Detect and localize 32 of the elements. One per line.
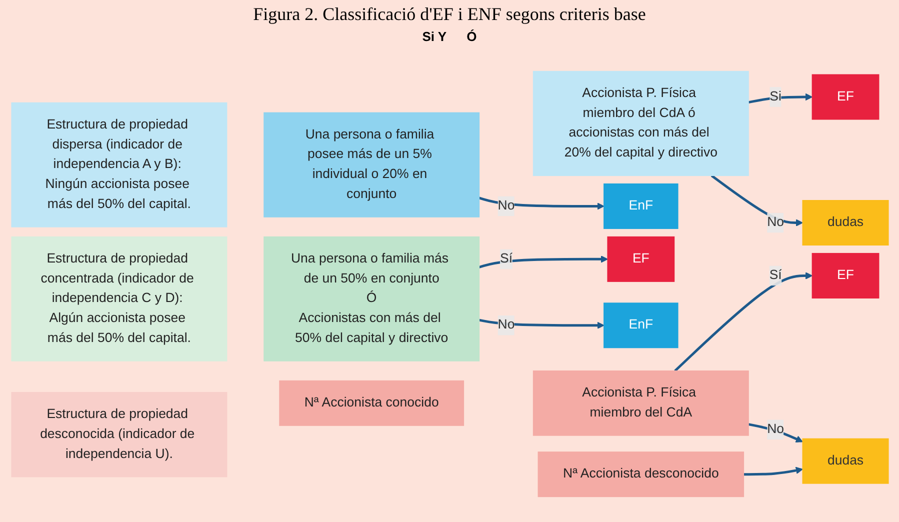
- arrow: [710, 174, 802, 226]
- node-box: Una persona o familia posee más de un 5% individual o 20% en conjunto: [263, 112, 480, 218]
- node-box: EF: [606, 236, 674, 282]
- arrow: [478, 318, 604, 330]
- diagram-title: Figura 2. Classificació d'EF i ENF segons criteris base: [253, 4, 646, 25]
- node-box: Una persona o familia más de un 50% en conjunto Ó Accionistas con más del 50% del capital y directivo: [263, 236, 480, 362]
- node-box: EF: [811, 74, 879, 120]
- node-box: Estructura de propiedad concentrada (indicador de independencia C y D): Algún accionista posee más del 50% del capital.: [10, 236, 227, 362]
- edge-label: Sí: [499, 252, 512, 266]
- note-label: Si Y: [422, 29, 447, 44]
- arrow: [748, 93, 812, 104]
- edge-label: No: [497, 198, 514, 213]
- note-label: Ó: [466, 29, 477, 44]
- arrow: [478, 256, 608, 268]
- node-box: Estructura de propiedad dispersa (indicador de independencia A y B): Ningún accionista posee más del 50% del capital.: [10, 102, 227, 228]
- arrow: [743, 466, 802, 476]
- edge-label: No: [766, 422, 784, 436]
- edge-label: Sí: [768, 268, 782, 282]
- node-box: Nª Accionista desconocido: [537, 452, 744, 498]
- edge-label: No: [766, 215, 784, 230]
- node-box: Accionista P. Física miembro del CdA: [532, 370, 748, 436]
- node-box: EnF: [603, 302, 678, 348]
- edge-label: Si: [769, 90, 781, 104]
- arrow: [674, 272, 812, 372]
- node-box: dudas: [802, 438, 888, 484]
- node-box: EnF: [603, 183, 678, 229]
- node-box: EF: [811, 252, 879, 298]
- node-box: dudas: [802, 200, 888, 246]
- node-box: Nª Accionista conocido: [278, 380, 464, 426]
- node-box: Accionista P. Física miembro del CdA ó accionistas con más del 20% del capital y directivo: [532, 70, 748, 176]
- arrow: [478, 196, 604, 210]
- edge-label: No: [497, 318, 514, 332]
